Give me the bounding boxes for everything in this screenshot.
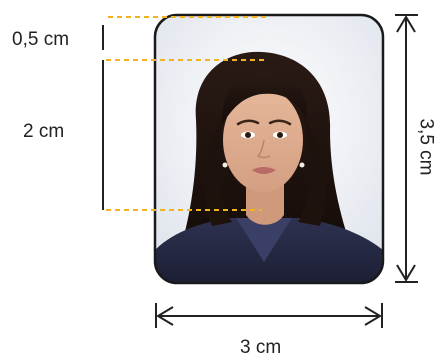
hair-side-left — [204, 120, 232, 226]
shirt — [236, 218, 292, 262]
face-height-label: 2 cm — [23, 121, 65, 142]
neck — [246, 180, 284, 225]
photo-frame — [153, 13, 385, 285]
lips — [252, 167, 276, 174]
earring-left — [222, 162, 228, 168]
eyebrow-right — [268, 119, 292, 126]
face — [223, 88, 303, 192]
nose — [256, 139, 271, 159]
height-arrow — [395, 14, 418, 283]
width-arrow — [155, 303, 383, 328]
eyebrow-left — [236, 119, 260, 126]
hair-front — [221, 71, 307, 125]
iris-right — [277, 132, 283, 138]
hair-side-right — [298, 118, 327, 226]
photo-height-label: 3,5 cm — [415, 118, 434, 176]
portrait-photo — [155, 15, 383, 283]
iris-left — [245, 132, 251, 138]
head-gap-label: 0,5 cm — [12, 29, 70, 50]
earring-right — [299, 162, 305, 168]
photo-width-label: 3 cm — [240, 337, 282, 358]
